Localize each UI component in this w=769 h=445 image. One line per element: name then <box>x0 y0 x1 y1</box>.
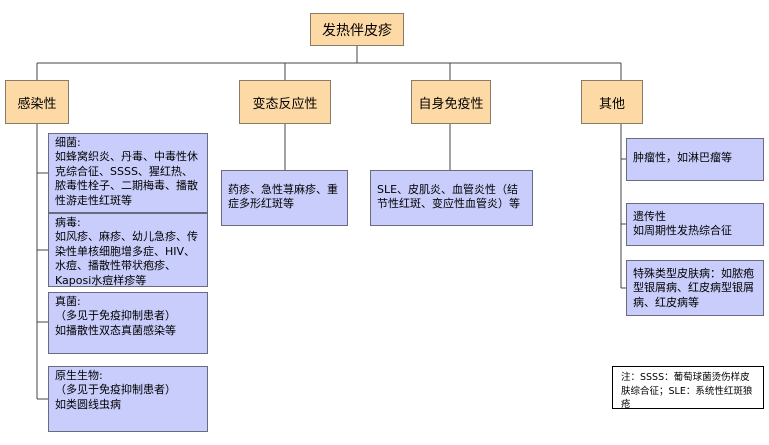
leaf-autoimmune: SLE、皮肌炎、血管炎性（结节性红斑、变应性血管炎）等 <box>370 170 533 226</box>
leaf-allergic: 药疹、急性荨麻疹、重症多形红斑等 <box>221 170 348 226</box>
leaf-tumor: 肿瘤性，如淋巴瘤等 <box>626 138 764 181</box>
leaf-special-skin: 特殊类型皮肤病：如脓疱型银屑病、红皮病型银屑病、红皮病等 <box>626 260 764 316</box>
leaf-protist: 原生生物: （多见于免疫抑制患者） 如类圆线虫病 <box>48 366 208 432</box>
category-other: 其他 <box>581 80 643 124</box>
footnote: 注：SSSS：葡萄球菌烫伤样皮肤综合征；SLE：系统性红斑狼疮 <box>612 366 764 410</box>
leaf-bacteria: 细菌: 如蜂窝织炎、丹毒、中毒性休克综合征、SSSS、猩红热、脓毒性栓子、二期梅… <box>48 133 208 213</box>
category-infectious: 感染性 <box>5 80 69 124</box>
category-allergic: 变态反应性 <box>239 80 331 124</box>
leaf-genetic: 遗传性 如周期性发热综合征 <box>626 203 764 246</box>
root-node: 发热伴皮疹 <box>310 13 404 46</box>
leaf-fungus: 真菌: （多见于免疫抑制患者） 如播散性双态真菌感染等 <box>48 292 208 354</box>
category-autoimmune: 自身免疫性 <box>411 80 491 124</box>
leaf-virus: 病毒: 如风疹、麻疹、幼儿急疹、传染性单核细胞增多症、HIV、水痘、播散性带状疱… <box>48 213 208 287</box>
